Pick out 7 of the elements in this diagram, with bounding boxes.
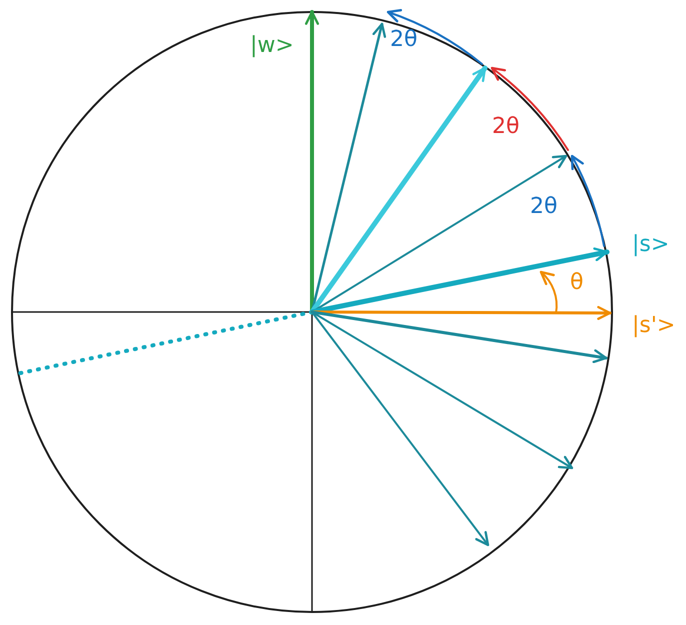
angle-label: 2θ — [390, 27, 418, 53]
angle-label: θ — [570, 270, 584, 296]
angle-label: 2θ — [530, 194, 558, 220]
vector-label: |s'> — [632, 313, 676, 339]
vector-label: |w> — [250, 33, 294, 59]
angle-label: 2θ — [492, 114, 520, 140]
vector-label: |s> — [632, 232, 670, 258]
